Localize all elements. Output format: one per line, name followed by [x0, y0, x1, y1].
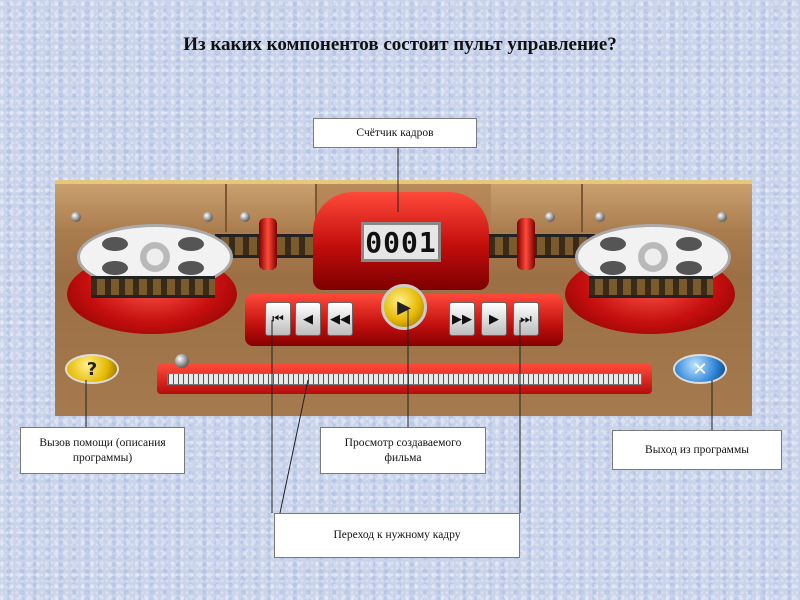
- film-strip: [589, 276, 713, 298]
- screw-icon: [240, 212, 250, 222]
- left-post: [259, 218, 277, 270]
- go-to-start-button[interactable]: ⏮: [265, 302, 291, 336]
- screw-icon: [595, 212, 605, 222]
- callout-goto-frame: Переход к нужному кадру: [274, 513, 520, 558]
- callout-help: Вызов помощи (описания программы): [20, 427, 185, 474]
- knob-icon: [175, 354, 189, 368]
- play-button[interactable]: ▶: [381, 284, 427, 330]
- go-to-end-button[interactable]: ⏭: [513, 302, 539, 336]
- screw-icon: [545, 212, 555, 222]
- frame-counter-housing: 0001: [313, 192, 489, 290]
- frame-counter-display: 0001: [361, 222, 441, 262]
- step-back-button[interactable]: ◀: [295, 302, 321, 336]
- screw-icon: [717, 212, 727, 222]
- step-forward-button[interactable]: ▶: [481, 302, 507, 336]
- wood-plank: [491, 184, 583, 232]
- frame-scrubber[interactable]: [157, 364, 652, 394]
- right-post: [517, 218, 535, 270]
- control-panel: 0001 ⏮ ◀ ◀◀ ▶ ▶▶ ▶ ⏭ ? ✕: [55, 180, 752, 416]
- callout-frame-counter: Счётчик кадров: [313, 118, 477, 148]
- film-strip: [91, 276, 215, 298]
- fast-forward-button[interactable]: ▶▶: [449, 302, 475, 336]
- page-title: Из каких компонентов состоит пульт управ…: [183, 34, 617, 55]
- exit-button[interactable]: ✕: [673, 354, 727, 384]
- screw-icon: [203, 212, 213, 222]
- frame-scrubber-track[interactable]: [167, 373, 642, 385]
- screw-icon: [71, 212, 81, 222]
- callout-exit: Выход из программы: [612, 430, 782, 470]
- help-button[interactable]: ?: [65, 354, 119, 384]
- rewind-button[interactable]: ◀◀: [327, 302, 353, 336]
- callout-preview: Просмотр создаваемого фильма: [320, 427, 486, 474]
